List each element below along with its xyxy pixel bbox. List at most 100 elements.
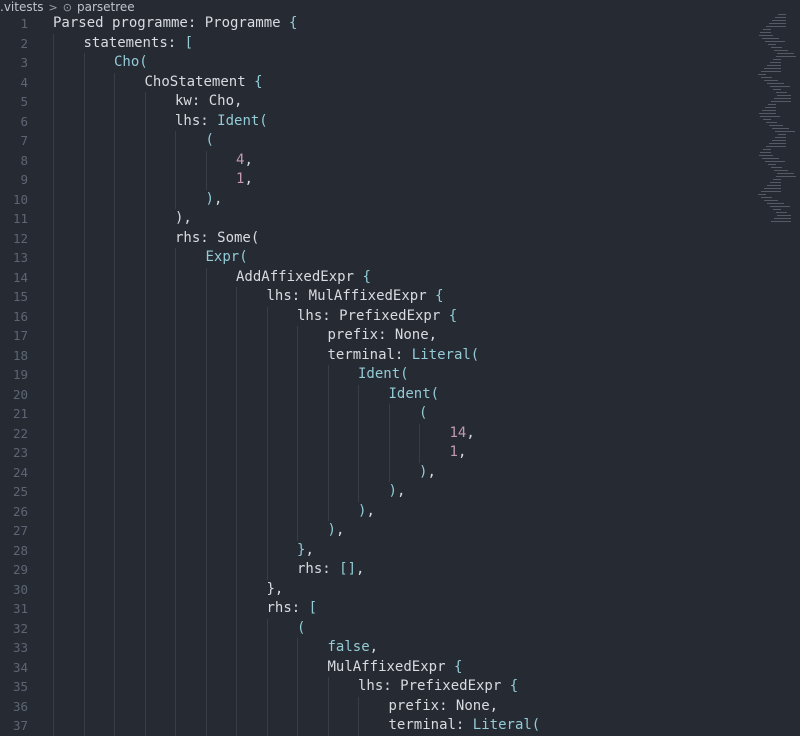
minimap-line	[769, 125, 783, 126]
minimap-line	[766, 122, 777, 123]
code-token: prefix: None,	[327, 327, 438, 343]
code-token: {	[254, 73, 263, 90]
minimap-line	[768, 164, 776, 165]
code-token: Literal(	[472, 717, 541, 733]
code-line: prefix: None,	[389, 697, 499, 717]
minimap-line	[763, 29, 771, 30]
minimap-line	[778, 134, 786, 135]
line-number: 15	[12, 289, 28, 304]
minimap-line	[764, 68, 781, 69]
code-line: rhs: [],	[297, 560, 364, 580]
code-token: )	[358, 502, 367, 519]
code-token: )	[419, 463, 428, 480]
indent-guide	[114, 72, 115, 736]
line-number: 21	[12, 406, 28, 421]
code-line: ),	[328, 521, 345, 541]
code-token: MulAffixedExpr	[327, 658, 454, 675]
code-token: {	[362, 268, 371, 285]
line-number: 11	[12, 211, 28, 226]
minimap-line	[768, 44, 776, 45]
minimap-line	[769, 143, 786, 144]
indent-guide	[327, 677, 329, 736]
minimap-line	[774, 50, 788, 51]
code-line: ChoStatement {	[145, 73, 263, 93]
minimap-line	[760, 152, 771, 153]
minimap-line	[777, 173, 794, 174]
breadcrumb: .vitests > ⊙ parsetree	[0, 0, 760, 14]
indent-guide	[266, 306, 268, 580]
code-token: )	[327, 522, 336, 538]
minimap-line	[777, 95, 791, 96]
minimap-line	[761, 197, 772, 198]
code-token: (	[297, 619, 306, 636]
line-number: 7	[20, 133, 28, 148]
code-line: MulAffixedExpr {	[328, 658, 463, 678]
line-number: 19	[12, 367, 28, 382]
minimap-line	[769, 23, 786, 24]
indent-guide	[83, 53, 85, 736]
minimap-line	[759, 113, 776, 114]
minimap-line	[762, 38, 779, 39]
minimap-line	[763, 119, 771, 120]
line-number: 10	[12, 191, 28, 207]
minimap-line	[767, 65, 781, 66]
minimap-line	[773, 89, 781, 90]
indent-guide	[175, 131, 176, 209]
code-token: ,	[466, 424, 475, 441]
code-token: terminal:	[388, 717, 473, 733]
code-line: statements: [	[84, 34, 194, 54]
code-token: lhs: PrefixedExpr	[297, 307, 449, 324]
indent-guide	[388, 404, 390, 482]
breadcrumb-folder[interactable]: .vitests	[0, 0, 44, 14]
code-token: ,	[244, 151, 253, 168]
minimap-line	[774, 218, 791, 219]
code-token: {	[453, 658, 463, 675]
line-number: 22	[12, 425, 28, 441]
line-number: 35	[12, 679, 28, 694]
minimap-line	[767, 83, 784, 84]
minimap-line	[764, 80, 778, 81]
minimap-line	[777, 215, 791, 216]
minimap-line	[761, 77, 772, 78]
code-line: 1,	[450, 443, 467, 463]
code-line: 4,	[236, 151, 253, 171]
line-number: 2	[20, 35, 28, 51]
line-number: 9	[20, 172, 28, 187]
code-line: kw: Cho,	[175, 92, 242, 112]
code-line: lhs: MulAffixedExpr {	[267, 287, 444, 307]
indent-guide	[205, 267, 207, 736]
code-token: prefix: None,	[388, 697, 499, 714]
line-number: 37	[12, 718, 28, 733]
code-token: Literal(	[411, 346, 480, 363]
code-token: ),	[175, 210, 192, 226]
breadcrumb-file[interactable]: parsetree	[76, 0, 135, 14]
code-line: },	[267, 580, 284, 600]
code-line: ),	[175, 209, 192, 229]
code-token: AddAffixedExpr	[236, 268, 363, 285]
minimap-line	[771, 47, 782, 48]
code-token: rhs: Some(	[175, 229, 260, 246]
line-number: 14	[12, 269, 28, 285]
code-line: prefix: None,	[328, 326, 438, 346]
code-line: Ident(	[389, 385, 440, 405]
code-token: statements:	[83, 34, 185, 51]
code-line: (	[206, 131, 214, 151]
minimap-line	[771, 101, 791, 102]
code-token: Parsed programme: Programme	[53, 15, 290, 31]
indent-guide	[144, 92, 146, 736]
line-number: 3	[20, 55, 28, 70]
minimap-line	[768, 104, 776, 105]
code-line: Parsed programme: Programme {	[53, 14, 297, 34]
code-token: (	[205, 132, 214, 148]
minimap-line	[763, 149, 771, 150]
code-token: 1	[236, 171, 245, 187]
minimap-line	[759, 35, 773, 36]
minimap-line	[772, 20, 786, 21]
indent-guide	[236, 287, 237, 736]
code-token: terminal:	[327, 346, 412, 363]
minimap-line	[770, 206, 790, 207]
code-editor[interactable]: Parsed programme: Programme {statements:…	[53, 14, 750, 736]
code-token: )	[388, 483, 397, 499]
minimap[interactable]	[756, 14, 800, 224]
minimap-line	[761, 191, 781, 192]
